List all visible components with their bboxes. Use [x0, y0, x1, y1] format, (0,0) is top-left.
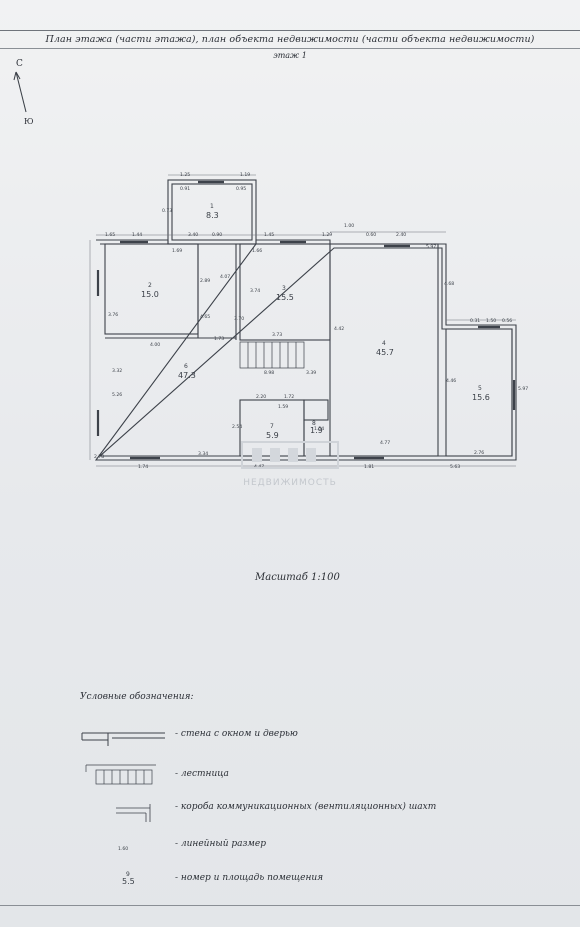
dim-label: 2.78: [94, 454, 104, 460]
dim-label: 0.91: [180, 186, 190, 192]
scale-label: Масштаб 1:100: [255, 572, 340, 583]
frame-line: [0, 48, 580, 49]
dim-label: 2.40: [396, 232, 406, 238]
dim-label: 1.45: [264, 232, 274, 238]
dim-label: 5.63: [450, 464, 460, 470]
frame-line: [0, 905, 580, 906]
dim-label: 2.54: [232, 424, 242, 430]
room-area: 8.3: [206, 211, 219, 220]
dim-label: 3.74: [250, 288, 260, 294]
compass-north-label: С: [16, 59, 23, 69]
compass-arrow-icon: [13, 71, 27, 113]
dim-label: 5.26: [112, 392, 122, 398]
legend-item: - номер и площадь помещения: [175, 873, 324, 883]
dim-label: 1.81: [364, 464, 374, 470]
dim-label: 4.07: [220, 274, 230, 280]
dim-label: 3.39: [306, 370, 316, 376]
watermark: НЕДВИЖИМОСТЬ: [230, 438, 350, 488]
room-number: 3: [282, 285, 286, 292]
dim-label: 3.34: [198, 451, 208, 457]
room-number: 1: [210, 203, 214, 210]
watermark-logo-icon: [241, 441, 339, 469]
legend-room-sample-num: 9: [126, 871, 130, 878]
floor-label: этаж 1: [273, 51, 307, 60]
dim-label: 1.25: [180, 172, 190, 178]
legend-wall-symbol: [81, 732, 165, 746]
dim-label: 1.72: [284, 394, 294, 400]
dim-label: 1.65: [105, 232, 115, 238]
room-area: 15.0: [141, 290, 159, 299]
dim-label: 3.76: [108, 312, 118, 318]
dim-label: 4.65: [200, 314, 210, 320]
room-number: 7: [270, 423, 274, 430]
room-area: 15.6: [472, 393, 490, 402]
legend-item: - лестница: [175, 769, 229, 779]
room-area: 5.9: [266, 431, 279, 440]
dim-label: 5.97: [518, 386, 528, 392]
dim-label: 1.19: [240, 172, 250, 178]
dim-label: 1.73: [214, 336, 224, 342]
room-area: 1.9: [310, 426, 323, 435]
dim-label: 0.31: [470, 318, 480, 324]
room-area: 47.3: [178, 371, 196, 380]
dim-label: 0.73: [162, 208, 172, 214]
legend-item: - стена с окном и дверью: [175, 729, 298, 739]
dim-label: 0.90: [212, 232, 222, 238]
room-number: 8: [312, 420, 316, 427]
dim-label: 0.95: [236, 186, 246, 192]
dim-label: 1.66: [252, 248, 262, 254]
document-title: План этажа (части этажа), план объекта н…: [45, 34, 535, 45]
dim-label: 1.74: [138, 464, 148, 470]
dim-label: 4.46: [446, 378, 456, 384]
dim-label: 1.59: [278, 404, 288, 410]
dim-label: 5.97: [426, 244, 436, 250]
room-area: 15.5: [276, 293, 294, 302]
dim-label: 3.40: [188, 232, 198, 238]
room-area: 45.7: [376, 348, 394, 357]
dim-label: 1.29: [322, 232, 332, 238]
dim-label: 4.77: [380, 440, 390, 446]
room-number: 6: [184, 363, 188, 370]
dim-label: 4.68: [444, 281, 454, 287]
dim-label: 2.76: [474, 450, 484, 456]
dim-label: 1.69: [172, 248, 182, 254]
dim-label: 1.54: [314, 426, 324, 432]
legend-room-sample-area: 5.5: [122, 877, 135, 886]
dim-label: 0.56: [502, 318, 512, 324]
dim-label: 1.00: [344, 223, 354, 229]
dim-label: 0.60: [366, 232, 376, 238]
dim-label: 4.42: [334, 326, 344, 332]
legend-shaft-symbol: [116, 804, 151, 822]
dim-label: 1.44: [132, 232, 142, 238]
dim-label: 3.70: [234, 316, 244, 322]
legend-item: - линейный размер: [175, 839, 266, 849]
room-number: 2: [148, 282, 152, 289]
dim-label: 8.98: [264, 370, 274, 376]
staircase-icon: [239, 341, 305, 369]
dim-label: 2.89: [200, 278, 210, 284]
legend-title: Условные обозначения:: [80, 692, 194, 702]
dim-label: 1.50: [486, 318, 496, 324]
legend-stairs-symbol: [85, 764, 156, 785]
dim-label: 4.00: [150, 342, 160, 348]
dim-label: 3.32: [112, 368, 122, 374]
legend-item: - короба коммуникационных (вентиляционны…: [175, 802, 437, 812]
room-number: 5: [478, 385, 482, 392]
dim-label: 3.73: [272, 332, 282, 338]
watermark-text: НЕДВИЖИМОСТЬ: [243, 478, 337, 488]
room-number: 4: [382, 340, 386, 347]
frame-line: [0, 30, 580, 31]
compass-south-label: Ю: [24, 117, 34, 126]
dim-label: 2.20: [256, 394, 266, 400]
legend-dim-sample: 1.60: [118, 846, 128, 852]
